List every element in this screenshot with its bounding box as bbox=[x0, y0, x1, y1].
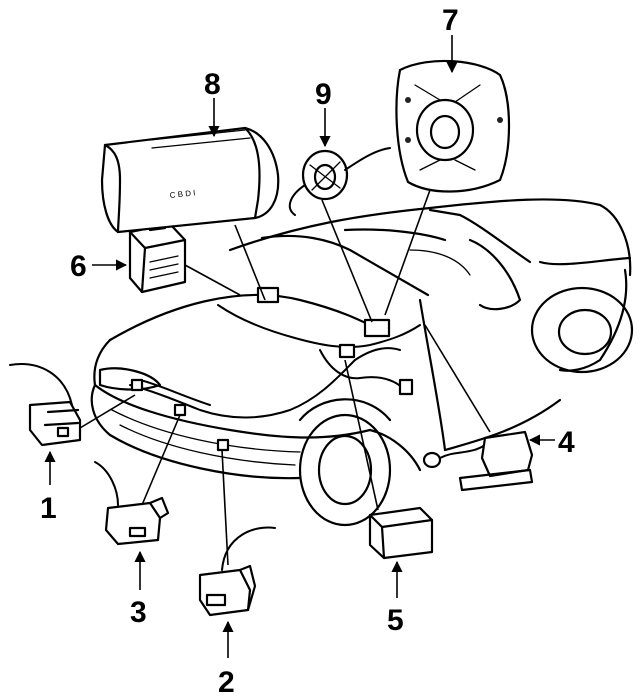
callout-5: 5 bbox=[387, 604, 404, 637]
callout-8: 8 bbox=[204, 68, 221, 101]
airbag-control-module bbox=[128, 218, 241, 296]
callout-2: 2 bbox=[218, 666, 235, 698]
module-lettering: C B D I bbox=[169, 188, 196, 200]
passenger-airbag-module: C B D I bbox=[100, 126, 280, 301]
callout-labels: 1 2 3 4 5 6 7 8 9 bbox=[40, 4, 575, 698]
callout-arrows bbox=[44, 35, 555, 658]
diagnostic-module bbox=[344, 359, 434, 560]
callout-4: 4 bbox=[558, 426, 575, 459]
passenger-side-sensor bbox=[422, 324, 534, 492]
steering-wheel-airbag bbox=[384, 59, 511, 316]
front-impact-sensor-right bbox=[198, 449, 276, 617]
center-impact-sensor bbox=[94, 414, 181, 546]
clockspring bbox=[288, 147, 391, 323]
callout-6: 6 bbox=[70, 250, 87, 283]
callout-3: 3 bbox=[130, 596, 147, 629]
front-impact-sensor-left bbox=[9, 363, 136, 447]
callout-9: 9 bbox=[315, 78, 332, 111]
callout-1: 1 bbox=[40, 492, 57, 525]
callout-7: 7 bbox=[442, 4, 459, 37]
wiring-harness bbox=[129, 286, 421, 452]
